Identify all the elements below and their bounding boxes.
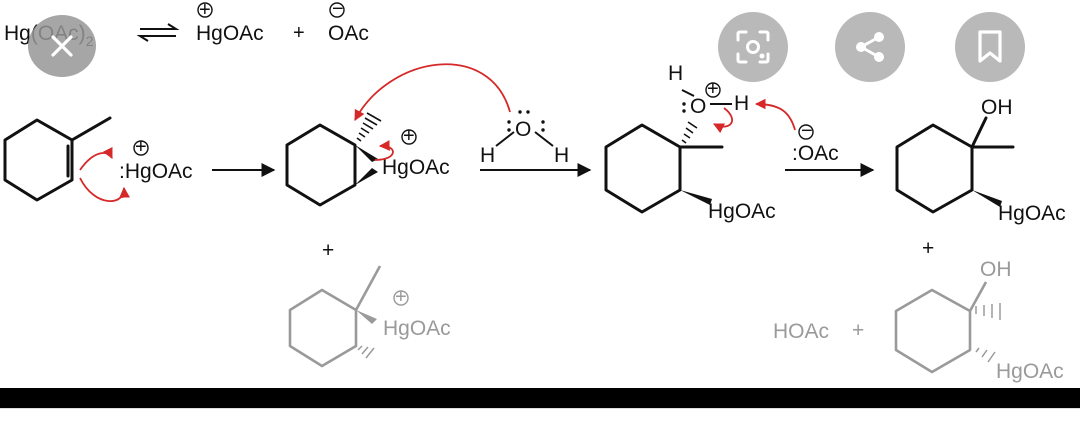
svg-text:−: − [801, 120, 813, 142]
svg-text:+: + [922, 237, 934, 260]
svg-text:OH: OH [981, 96, 1013, 119]
positive-charge-icon [705, 82, 721, 98]
oxonium-intermediate [604, 89, 732, 214]
bookmark-button[interactable] [955, 12, 1025, 82]
methylcyclohexene [3, 116, 112, 202]
close-button[interactable] [28, 15, 96, 77]
svg-text:O: O [690, 95, 706, 118]
mercury-cation-label: HgOAc [196, 22, 264, 45]
intermediate-mercury-label: HgOAc [708, 200, 776, 223]
svg-text:H: H [668, 62, 683, 85]
water-attack-arrow [354, 63, 511, 121]
acetate-label: OAc [328, 22, 369, 45]
lens-search-button[interactable] [718, 12, 788, 82]
share-button[interactable] [835, 12, 905, 82]
ring-open-arrow [374, 140, 394, 161]
water-molecule: O H H [480, 110, 569, 167]
minor-mercurinium-ion [288, 265, 382, 368]
negative-charge-icon [329, 2, 345, 18]
svg-text:+: + [322, 239, 334, 262]
mercurinium-label: HgOAc [382, 156, 450, 179]
product-mercury-label: HgOAc [998, 202, 1066, 225]
equilibrium-arrow [136, 23, 180, 42]
svg-text:OH: OH [980, 258, 1012, 281]
share-icon [856, 32, 884, 62]
svg-text:+: + [403, 125, 415, 147]
lone-pair-arrow [79, 177, 130, 202]
svg-text:+: + [395, 286, 407, 308]
svg-text:H: H [480, 144, 495, 167]
oxymercuration-mechanism: Hg(OAc)2 + HgOAc + − OAc + :HgOAc [3, 0, 1066, 383]
svg-text:+: + [199, 0, 211, 21]
svg-text:H: H [734, 92, 749, 115]
minor-mercurinium-label: HgOAc [383, 317, 451, 340]
lens-scan-icon [736, 30, 770, 64]
svg-text:O: O [515, 118, 531, 141]
svg-text:H: H [554, 144, 569, 167]
svg-text:+: + [852, 319, 864, 342]
positive-charge-icon [401, 129, 417, 145]
bottom-divider-bar [0, 388, 1080, 408]
deprotonation-arrow [754, 98, 796, 131]
pi-bond-attack-arrow [79, 146, 113, 171]
proton-bond-arrow [713, 107, 733, 134]
mercurinium-ion [285, 112, 382, 207]
svg-text:+: + [293, 22, 305, 44]
positive-charge-icon [197, 2, 213, 18]
mercury-reagent-label: :HgOAc [119, 160, 193, 183]
svg-text:−: − [332, 0, 344, 20]
close-icon [51, 35, 73, 57]
bottom-strip [0, 408, 1080, 426]
minor-product-mercury-label: HgOAc [996, 360, 1064, 383]
svg-text:+: + [135, 136, 147, 158]
bookmark-icon [978, 30, 1002, 63]
acetate-base-label: :OAc [792, 142, 839, 165]
acetic-acid-label: HOAc [773, 320, 829, 343]
product-alcohol [895, 116, 1015, 214]
positive-charge-icon [133, 140, 149, 156]
minor-product-alcohol [894, 281, 1001, 374]
negative-charge-icon [798, 124, 814, 140]
positive-charge-icon [393, 290, 409, 306]
svg-text:+: + [707, 78, 719, 100]
